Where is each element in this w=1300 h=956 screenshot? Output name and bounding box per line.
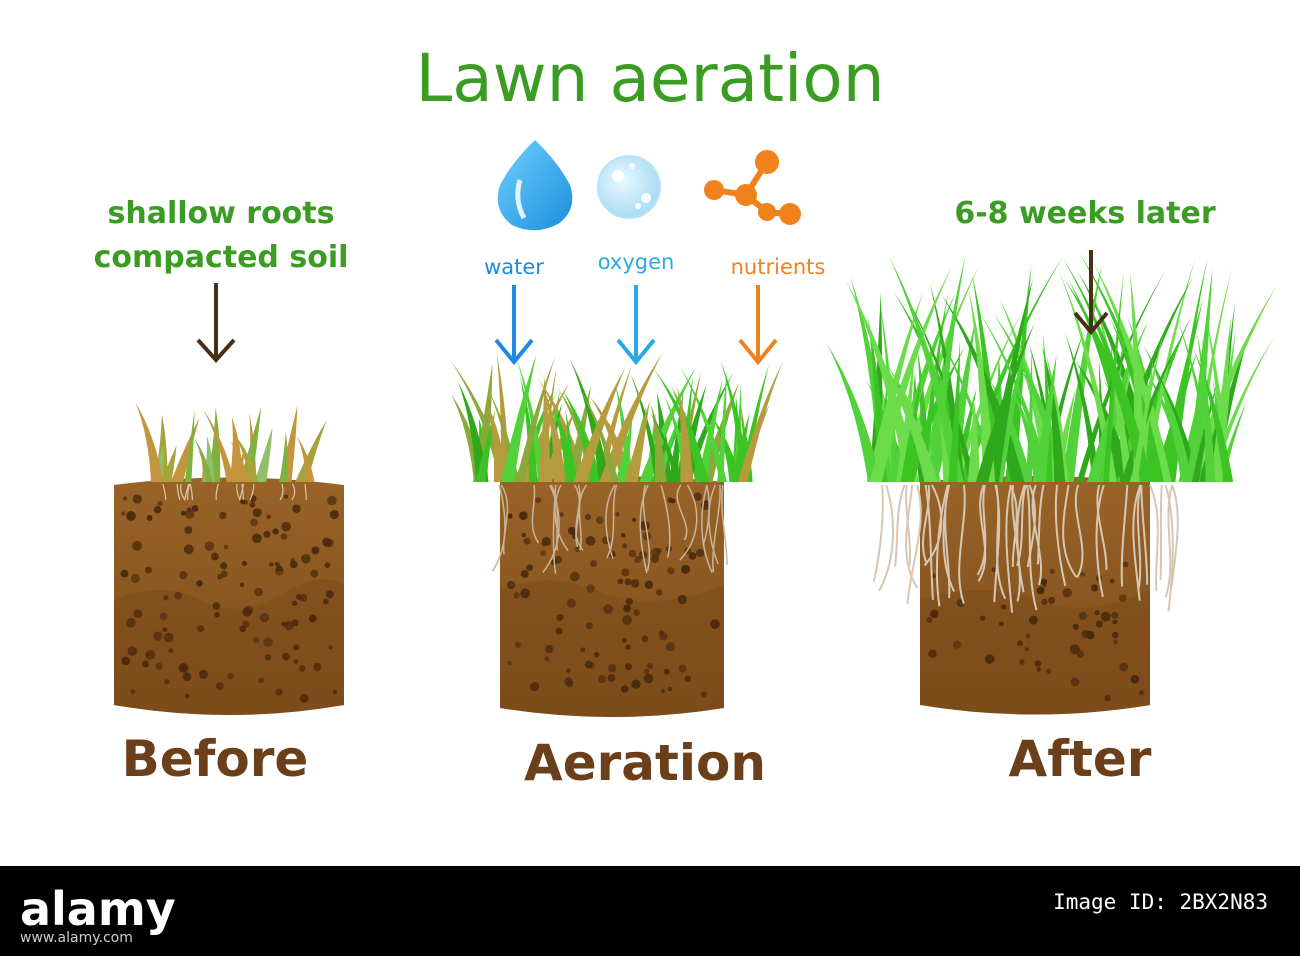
nutrients-label: nutrients: [730, 255, 826, 279]
watermark-url: www.alamy.com: [20, 930, 133, 946]
before-shallow-roots: [162, 483, 307, 501]
aeration-grass: [450, 352, 783, 482]
before-grass: [135, 402, 327, 482]
watermark-bar: [0, 866, 1300, 956]
before-soil-core: [114, 477, 344, 715]
before-caption-line1: shallow roots: [107, 196, 335, 231]
oxygen-label: oxygen: [597, 250, 675, 274]
nutrients-arrow: [738, 285, 778, 366]
water-drop-icon: [497, 140, 573, 231]
after-caption: 6-8 weeks later: [954, 196, 1216, 231]
watermark-logo: alamy: [20, 882, 176, 936]
oxygen-bubble-icon: [597, 155, 661, 219]
molecule-icon: [704, 150, 801, 225]
before-caption: shallow roots compacted soil: [86, 192, 356, 280]
water-label: water: [484, 255, 544, 279]
before-caption-line2: compacted soil: [93, 240, 349, 275]
water-arrow: [494, 285, 534, 366]
aeration-soil-core: [491, 476, 728, 717]
before-down-arrow: [196, 283, 236, 363]
watermark-image-id: Image ID: 2BX2N83: [1053, 890, 1268, 914]
after-down-arrow: [1073, 250, 1109, 336]
after-soil-core: [872, 476, 1179, 715]
aeration-label: Aeration: [524, 734, 766, 792]
before-label: Before: [121, 730, 309, 788]
oxygen-arrow: [616, 285, 656, 366]
page-title: Lawn aeration: [415, 40, 885, 117]
after-grass: [826, 252, 1277, 482]
after-label: After: [1008, 730, 1152, 788]
